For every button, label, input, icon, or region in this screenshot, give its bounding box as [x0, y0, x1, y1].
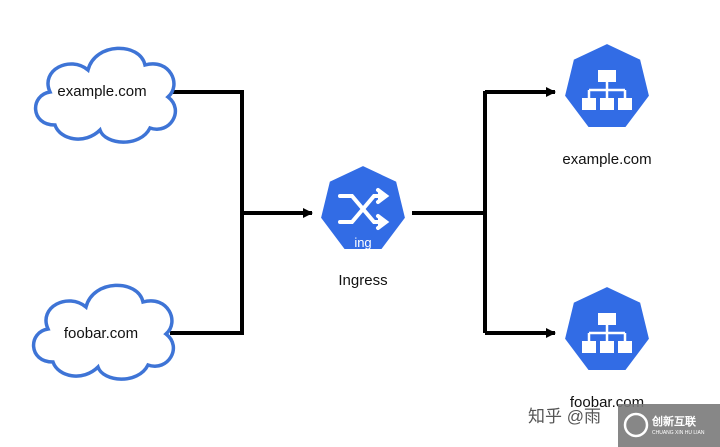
target-label-1: example.com [562, 151, 651, 168]
ingress-shuffle-icon [338, 188, 390, 230]
cloud-icon [33, 46, 178, 144]
connector-source-2 [170, 213, 244, 335]
connector-source-1 [170, 90, 244, 213]
source-cloud-1: example.com [33, 46, 178, 144]
source-cloud-2: foobar.com [31, 283, 176, 381]
source-label-2: foobar.com [64, 325, 138, 342]
service-hierarchy-icon [582, 313, 632, 353]
connector-lines [170, 87, 556, 338]
watermark-badge [618, 404, 720, 447]
watermark-logo-icon [623, 412, 649, 438]
service-hierarchy-icon [582, 70, 632, 110]
watermark-brand: 创新互联 [651, 414, 696, 428]
watermark-brand-sub: CHUANG XIN HU LIAN [652, 430, 705, 436]
ingress-icon-text: ing [354, 235, 371, 250]
target-node-1: example.com [562, 41, 652, 168]
cloud-icon [31, 283, 176, 381]
watermark: 知乎 @雨 创新互联 CHUANG XIN HU LIAN [528, 404, 720, 447]
watermark-text: 知乎 @雨 [528, 407, 601, 426]
target-node-2: foobar.com [562, 284, 652, 411]
source-label-1: example.com [57, 83, 146, 100]
ingress-node: ing Ingress [318, 163, 408, 289]
ingress-label: Ingress [338, 272, 387, 289]
